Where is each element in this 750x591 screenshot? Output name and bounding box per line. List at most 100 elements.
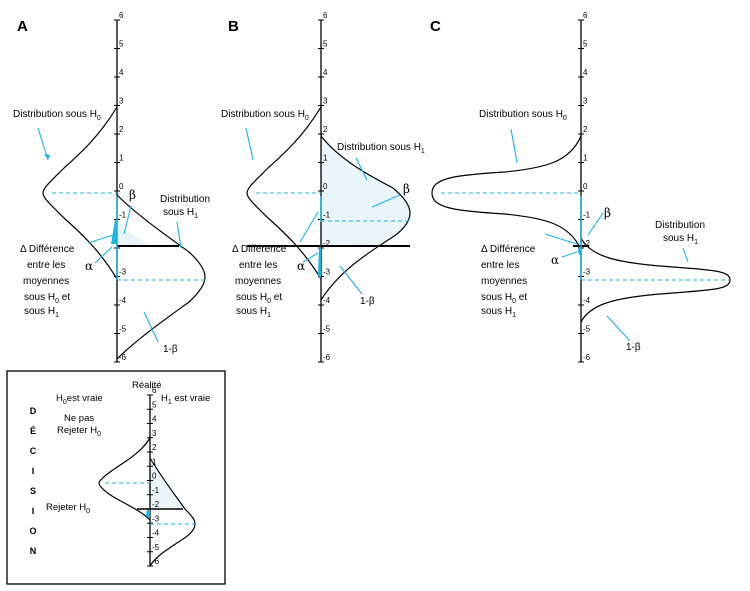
axisB-tick-label: 5 [323,40,328,49]
panel-b-power-arrow [339,265,363,295]
axisI-tick-label: -1 [152,486,160,495]
panel-a-beta-label: β [129,188,136,202]
panel-c-power-arrow [606,315,631,342]
axisB-tick-label: -5 [323,325,331,334]
panel-b-alpha-arrow [302,252,319,263]
decision-letter-2: É [30,426,36,436]
panel-b-letter: B [228,18,239,35]
decision-letter-1: D [30,406,37,416]
panel-a-h1-label-line1: Distribution [160,194,210,205]
axisC-tick-label: 2 [583,125,588,134]
panel-c-h0-label: Distribution sous H0 [479,109,567,122]
axisC-tick-label: 4 [583,68,588,77]
inset-h0-curve [98,437,151,521]
panel-c-h1-label-line1: Distribution [655,220,705,231]
panel-c-delta-line3: moyennes [481,276,527,287]
panel-c-alpha-label: α [551,253,559,267]
panel-b-h0-arrow [245,127,254,161]
panel-c-delta-text: Δ Différence entre les moyennes sous H0 … [481,244,536,319]
panel-a-h1-curve [116,194,206,360]
panel-b-delta-arrow [299,211,319,243]
axisB-tick-label: 0 [323,182,328,191]
panel-b-h1-curve [320,135,411,301]
axisB-tick-label: -2 [323,239,331,248]
inset-h0-true-header: H0est vraie [56,393,103,406]
panel-b-delta-line3: moyennes [235,276,281,287]
axisA-tick-label: -3 [119,268,127,277]
axisA-tick-label: 1 [119,154,124,163]
decision-letter-3: C [30,446,37,456]
panel-b-beta-region [321,136,410,246]
axisB-tick-label: 4 [323,68,328,77]
panel-c-alpha-arrow [561,251,578,258]
inset-beta-region [150,458,185,509]
panel-c-one-minus-beta: 1-β [626,342,641,353]
panel-c-beta-label: β [604,206,611,220]
decision-letter-5: S [30,486,36,496]
inset-h1-true-header: H1 est vraie [161,393,210,406]
panel-c-delta-line4: sous H0 et [481,292,527,305]
axisC-tick-label: 3 [583,97,588,106]
panel-c-delta-arrow [544,233,578,245]
panel-a-alpha-arrow [94,246,113,264]
axisA-tick-label: 2 [119,125,124,134]
axisB-tick-label: -1 [323,211,331,220]
axisC-tick-label: 0 [583,182,588,191]
panel-b-beta-arrow [371,194,401,208]
panel-c-delta-line2: entre les [481,260,519,271]
panel-a-h0-arrowhead [44,154,50,160]
inset-frame [6,370,226,585]
panel-a-h0-curve [42,106,118,280]
axisI-tick-label: -5 [152,543,160,552]
axisB-tick-label: -6 [323,353,331,362]
decision-letter-6: I [32,506,35,516]
panel-c-delta-line5: sous H1 [481,306,516,319]
axisC-tick-label: -2 [583,239,591,248]
axisI-tick-label: 4 [152,415,157,424]
inset-realite-label: Réalité [132,380,162,391]
axisA-tick-label: 0 [119,182,124,191]
panel-a-power-arrow [143,311,159,343]
panel-b-delta-line1: Δ Différence [232,244,287,255]
panel-a-h0-label: Distribution sous H0 [13,109,101,122]
axisI-tick-label: 0 [152,472,157,481]
axisB-tick-label: 3 [323,97,328,106]
axisA-tick-label: -5 [119,325,127,334]
axisI-tick-label: 6 [152,386,157,395]
axisB-tick-label: 2 [323,125,328,134]
panel-a-delta-line5: sous H1 [24,306,59,319]
axisI-tick-label: -2 [152,500,160,509]
axisC-tick-label: -6 [583,353,591,362]
axisI-tick-label: -6 [152,557,160,566]
inset-rejeter-h0-bottom: Rejeter H0 [46,502,90,515]
panel-b-delta-text: Δ Différence entre les moyennes sous H0 … [232,244,287,319]
axisI-tick-label: 2 [152,443,157,452]
inset-ne-pas: Ne pas [64,413,94,424]
axisC-tick-label: 1 [583,154,588,163]
panel-a-delta-line2: entre les [27,260,65,271]
decision-letter-7: O [29,526,36,536]
axisA-tick-label: 3 [119,97,124,106]
panel-a-one-minus-beta: 1-β [163,344,178,355]
panel-b-alpha-label: α [297,259,305,273]
panel-a-beta-arrow [123,205,132,235]
axisI-tick-label: -4 [152,529,160,538]
panel-a-delta-line4: sous H0 et [24,292,70,305]
axisA-tick-label: 6 [119,11,124,20]
axisB-tick-label: 6 [323,11,328,20]
panel-a-beta-region [117,221,150,246]
axisI-tick-label: 1 [152,457,157,466]
axisI-tick-label: 3 [152,429,157,438]
axisC-tick-label: -5 [583,325,591,334]
axisA-tick-label: -1 [119,211,127,220]
axisA-tick-label: -4 [119,296,127,305]
panel-a-delta-text: Δ Différence entre les moyennes sous H0 … [20,244,75,319]
panel-a-h1-label-line2: sous H1 [163,207,198,220]
axisI-tick-label: -3 [152,514,160,523]
panel-b-delta-line2: entre les [239,260,277,271]
panel-a-delta-line1: Δ Différence [20,244,75,255]
